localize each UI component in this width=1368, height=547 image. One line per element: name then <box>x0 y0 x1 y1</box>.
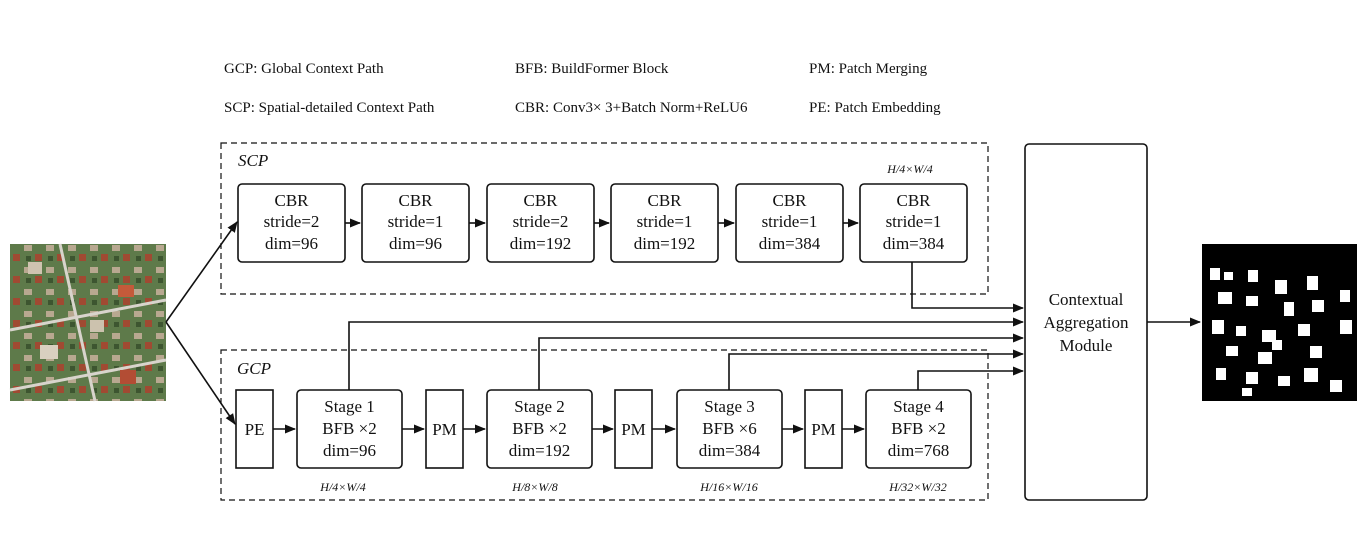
stage-1-title: Stage 1 <box>324 397 375 416</box>
cam-line-2: Aggregation <box>1044 313 1129 332</box>
stage-2-to-cam-arrow <box>538 333 1025 390</box>
legend-bfb: BFB: BuildFormer Block <box>515 61 669 77</box>
stage-1-resolution: H/4×W/4 <box>319 480 365 494</box>
stage-1-block-count: BFB ×2 <box>322 419 376 438</box>
cbr-block-6-stride: stride=1 <box>886 212 942 231</box>
scp-label: SCP <box>238 151 268 170</box>
stage-4-to-cam-arrow <box>917 366 1025 390</box>
pm-block-3-label: PM <box>811 420 836 439</box>
input-to-scp-arrow <box>165 221 238 323</box>
cam-line-1: Contextual <box>1049 290 1124 309</box>
stage-4-block-count: BFB ×2 <box>891 419 945 438</box>
cbr-block-3-title: CBR <box>523 191 558 210</box>
cbr-block-6-title: CBR <box>896 191 931 210</box>
cbr-block-6-dim: dim=384 <box>883 234 945 253</box>
scp-region <box>220 142 989 295</box>
cbr-block-2-dim: dim=96 <box>389 234 442 253</box>
legend-scp: SCP: Spatial-detailed Context Path <box>224 100 435 116</box>
pm-block-3 <box>804 389 843 469</box>
stage-2-dim: dim=192 <box>509 441 571 460</box>
cbr-block-3-stride: stride=2 <box>513 212 569 231</box>
cbr-block-4-title: CBR <box>647 191 682 210</box>
cbr-block-1-dim: dim=96 <box>265 234 318 253</box>
stage-3-block-count: BFB ×6 <box>702 419 756 438</box>
pe-block-label: PE <box>245 420 265 439</box>
cbr-block-6 <box>859 183 968 263</box>
stage-4-resolution: H/32×W/32 <box>888 480 946 494</box>
cbr-block-5-stride: stride=1 <box>762 212 818 231</box>
stage-3-to-cam-arrow <box>728 349 1025 390</box>
scp-to-cam-arrow <box>911 262 1025 313</box>
stage-4-dim: dim=768 <box>888 441 950 460</box>
legend-cbr: CBR: Conv3× 3+Batch Norm+ReLU6 <box>515 100 748 116</box>
stage-3-resolution: H/16×W/16 <box>699 480 757 494</box>
legend-pm: PM: Patch Merging <box>809 61 928 77</box>
legend-gcp: GCP: Global Context Path <box>224 61 384 77</box>
cbr-block-1-title: CBR <box>274 191 309 210</box>
stage-2-block-count: BFB ×2 <box>512 419 566 438</box>
legend-pe: PE: Patch Embedding <box>809 100 941 116</box>
cbr-block-2-title: CBR <box>398 191 433 210</box>
gcp-label: GCP <box>237 359 271 378</box>
input-aerial-image <box>9 243 167 402</box>
stage-2-title: Stage 2 <box>514 397 565 416</box>
cbr-block-4-dim: dim=192 <box>634 234 696 253</box>
pm-block-2 <box>614 389 653 469</box>
cbr-block-3-dim: dim=192 <box>510 234 572 253</box>
cbr-block-5-title: CBR <box>772 191 807 210</box>
stage-2-resolution: H/8×W/8 <box>511 480 557 494</box>
cbr-block-5-dim: dim=384 <box>759 234 821 253</box>
stage-3-dim: dim=384 <box>699 441 761 460</box>
gcp-region <box>220 349 989 501</box>
input-to-gcp-arrow <box>165 321 236 425</box>
stage-1-to-cam-arrow <box>348 317 1025 390</box>
pm-block-1-label: PM <box>432 420 457 439</box>
cbr-block-4-stride: stride=1 <box>637 212 693 231</box>
scp-resolution-label: H/4×W/4 <box>886 162 932 176</box>
stage-4-title: Stage 4 <box>893 397 944 416</box>
output-segmentation-mask <box>1202 244 1357 401</box>
cam-line-3: Module <box>1060 336 1113 355</box>
stage-1-dim: dim=96 <box>323 441 376 460</box>
pe-block <box>235 389 274 469</box>
cbr-block-2-stride: stride=1 <box>388 212 444 231</box>
pm-block-2-label: PM <box>621 420 646 439</box>
stage-3-title: Stage 3 <box>704 397 755 416</box>
cbr-block-1-stride: stride=2 <box>264 212 320 231</box>
